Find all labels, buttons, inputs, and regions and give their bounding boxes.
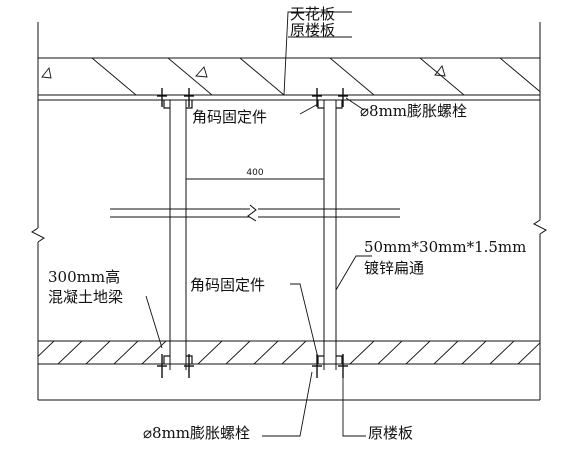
label-bolt-bottom: ⌀8mm膨胀螺栓 — [143, 424, 250, 442]
bottom-expansion-bolts — [157, 354, 348, 378]
label-beam-height: 300mm高 — [48, 268, 120, 286]
spacing-dimension: 400 — [185, 168, 325, 184]
label-floor-slab-bottom: 原楼板 — [368, 424, 413, 442]
label-channel-size: 50mm*30mm*1.5mm — [364, 238, 526, 256]
slab-hatch — [91, 58, 540, 95]
label-bolt-top: ⌀8mm膨胀螺栓 — [360, 102, 467, 120]
label-angle-top: 角码固定件 — [192, 108, 267, 126]
label-channel-material: 镀锌扁通 — [364, 259, 424, 277]
aggregate-marks — [41, 65, 446, 79]
right-channel — [323, 100, 337, 370]
left-channel — [169, 100, 187, 370]
label-floor-slab-top: 原楼板 — [290, 21, 335, 39]
bottom-angle-brackets — [163, 355, 343, 364]
label-beam-name: 混凝土地梁 — [48, 288, 123, 306]
top-expansion-bolts — [157, 88, 348, 107]
right-boundary — [533, 22, 547, 400]
concrete-ground-beam — [38, 340, 540, 365]
spacing-value: 400 — [246, 168, 263, 178]
leader-lines — [145, 11, 372, 437]
label-ceiling: 天花板 — [290, 5, 335, 23]
ceiling-board — [37, 94, 541, 101]
top-floor-slab — [38, 57, 540, 96]
label-angle-bottom: 角码固定件 — [190, 276, 265, 294]
left-boundary — [31, 22, 45, 400]
beam-hatch — [38, 341, 540, 364]
top-angle-brackets — [163, 100, 343, 109]
horizontal-break-band — [110, 204, 400, 222]
